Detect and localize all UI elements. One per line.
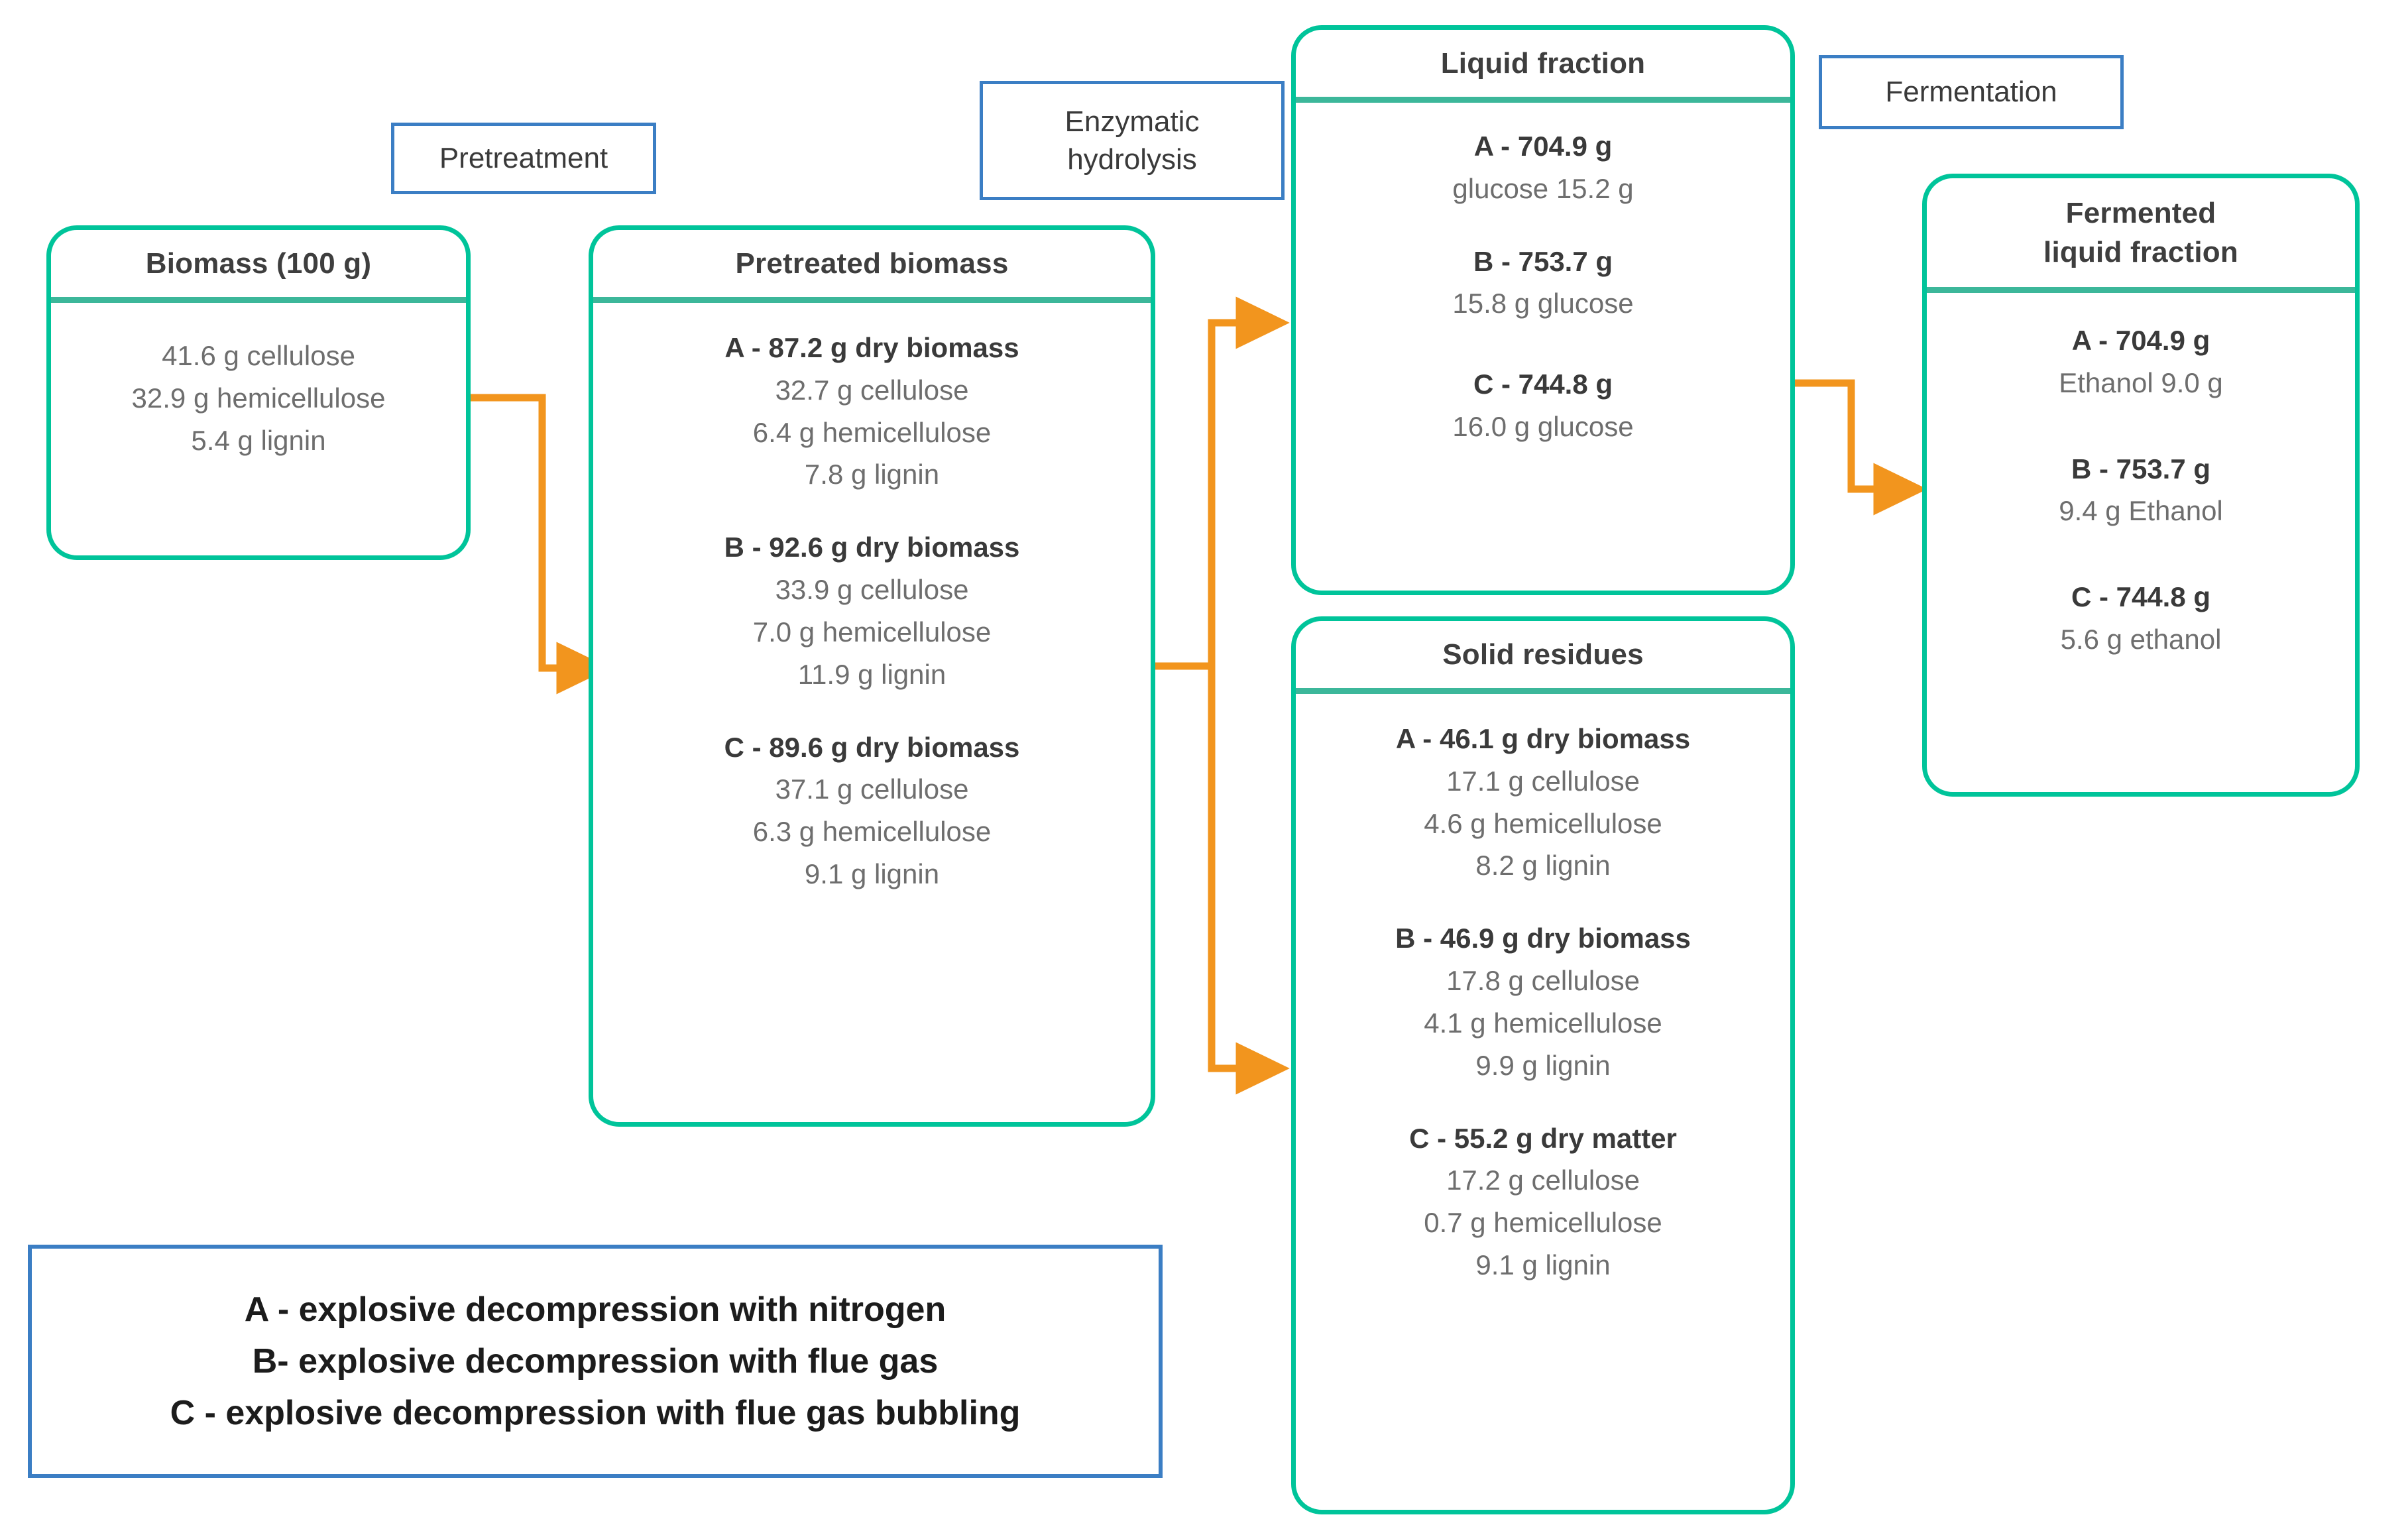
node-liquid-fraction-line: B - 753.7 g [1473,245,1613,277]
node-solid-residues-line: C - 55.2 g dry matter [1409,1122,1677,1154]
node-fermented-liquid-fraction-group-b: B - 753.7 g 9.4 g Ethanol [1936,448,2346,533]
node-solid-residues-line: 9.9 g lignin [1475,1049,1611,1081]
node-pretreated-biomass-body: A - 87.2 g dry biomass 32.7 g cellulose … [593,303,1151,909]
node-solid-residues-line: 8.2 g lignin [1475,850,1611,881]
process-label-fermentation-text: Fermentation [1885,76,2057,109]
node-fermented-liquid-fraction[interactable]: Fermented liquid fraction A - 704.9 g Et… [1922,174,2360,797]
process-label-fermentation[interactable]: Fermentation [1819,55,2124,129]
node-solid-residues-title: Solid residues [1296,621,1790,694]
node-pretreated-biomass-group-b: B - 92.6 g dry biomass 33.9 g cellulose … [602,526,1141,695]
node-pretreated-biomass-line: 9.1 g lignin [804,858,940,890]
node-liquid-fraction-line: C - 744.8 g [1473,368,1613,400]
node-solid-residues-line: B - 46.9 g dry biomass [1395,923,1691,954]
node-solid-residues-group-a: A - 46.1 g dry biomass 17.1 g cellulose … [1305,718,1781,887]
node-pretreated-biomass-line: 11.9 g lignin [797,658,946,690]
node-solid-residues-body: A - 46.1 g dry biomass 17.1 g cellulose … [1296,694,1790,1300]
node-liquid-fraction-line: 15.8 g glucose [1452,288,1634,319]
node-liquid-fraction-body: A - 704.9 g glucose 15.2 g B - 753.7 g 1… [1296,103,1790,461]
node-liquid-fraction-line: glucose 15.2 g [1452,172,1634,204]
node-fermented-liquid-fraction-group-a: A - 704.9 g Ethanol 9.0 g [1936,319,2346,404]
node-fermented-liquid-fraction-line: B - 753.7 g [2071,453,2211,484]
node-pretreated-biomass-line: A - 87.2 g dry biomass [724,331,1019,363]
legend-box: A - explosive decompression with nitroge… [28,1245,1163,1478]
node-liquid-fraction[interactable]: Liquid fraction A - 704.9 g glucose 15.2… [1291,25,1795,595]
node-fermented-liquid-fraction-line: 5.6 g ethanol [2060,624,2222,655]
node-solid-residues-line: 4.1 g hemicellulose [1424,1007,1662,1039]
arrow-biomass-to-pretreated [467,394,610,695]
node-fermented-liquid-fraction-line: 9.4 g Ethanol [2059,495,2223,527]
node-biomass-title: Biomass (100 g) [51,230,466,303]
node-solid-residues-line: 0.7 g hemicellulose [1424,1207,1662,1239]
node-pretreated-biomass[interactable]: Pretreated biomass A - 87.2 g dry biomas… [589,225,1155,1127]
arrow-liquid-to-fermented [1794,379,1927,516]
node-biomass-group-0: 41.6 g cellulose 32.9 g hemicellulose 5.… [60,335,457,461]
node-fermented-liquid-fraction-title-line1: Fermented [2065,197,2216,229]
legend-row-b: B- explosive decompression with flue gas [252,1342,939,1381]
node-biomass[interactable]: Biomass (100 g) 41.6 g cellulose 32.9 g … [46,225,471,560]
legend-row-c: C - explosive decompression with flue ga… [170,1394,1021,1432]
node-biomass-body: 41.6 g cellulose 32.9 g hemicellulose 5.… [51,303,466,475]
node-pretreated-biomass-group-a: A - 87.2 g dry biomass 32.7 g cellulose … [602,327,1141,496]
node-pretreated-biomass-title: Pretreated biomass [593,230,1151,303]
node-solid-residues-group-c: C - 55.2 g dry matter 17.2 g cellulose 0… [1305,1117,1781,1286]
process-label-enzymatic-hydrolysis[interactable]: Enzymatic hydrolysis [980,81,1285,200]
node-pretreated-biomass-line: 7.0 g hemicellulose [752,616,992,648]
node-fermented-liquid-fraction-title: Fermented liquid fraction [1927,178,2355,293]
node-solid-residues-group-b: B - 46.9 g dry biomass 17.8 g cellulose … [1305,917,1781,1086]
node-fermented-liquid-fraction-title-line2: liquid fraction [2043,235,2238,268]
node-pretreated-biomass-line: 33.9 g cellulose [775,574,969,606]
node-fermented-liquid-fraction-line: C - 744.8 g [2071,581,2211,613]
node-solid-residues-line: 17.2 g cellulose [1446,1164,1640,1196]
node-solid-residues-line: 17.8 g cellulose [1446,965,1640,997]
node-pretreated-biomass-line: 7.8 g lignin [804,459,940,490]
node-biomass-line: 5.4 g lignin [191,424,326,456]
node-solid-residues-line: A - 46.1 g dry biomass [1395,722,1691,754]
arrow-pretreated-to-solid [1208,666,1290,1095]
node-fermented-liquid-fraction-line: A - 704.9 g [2071,324,2210,356]
node-liquid-fraction-title: Liquid fraction [1296,30,1790,103]
node-biomass-line: 41.6 g cellulose [162,339,355,371]
process-label-pretreatment[interactable]: Pretreatment [391,123,656,194]
node-solid-residues-line: 17.1 g cellulose [1446,765,1640,797]
process-label-enzymatic-hydrolysis-line1: Enzymatic [1064,105,1200,138]
node-fermented-liquid-fraction-body: A - 704.9 g Ethanol 9.0 g B - 753.7 g 9.… [1927,293,2355,674]
node-pretreated-biomass-line: C - 89.6 g dry biomass [724,731,1020,763]
node-fermented-liquid-fraction-group-c: C - 744.8 g 5.6 g ethanol [1936,576,2346,661]
node-fermented-liquid-fraction-line: Ethanol 9.0 g [2059,367,2223,398]
node-liquid-fraction-group-b: B - 753.7 g 15.8 g glucose [1305,241,1781,325]
process-label-pretreatment-text: Pretreatment [439,142,608,175]
legend-row-a: A - explosive decompression with nitroge… [244,1290,946,1329]
node-pretreated-biomass-group-c: C - 89.6 g dry biomass 37.1 g cellulose … [602,726,1141,895]
node-pretreated-biomass-line: 37.1 g cellulose [775,773,969,805]
node-pretreated-biomass-line: B - 92.6 g dry biomass [724,532,1020,563]
node-liquid-fraction-group-a: A - 704.9 g glucose 15.2 g [1305,125,1781,210]
process-label-enzymatic-hydrolysis-line2: hydrolysis [1067,143,1197,176]
node-pretreated-biomass-line: 6.4 g hemicellulose [752,416,992,448]
arrow-pretreated-to-liquid [1153,296,1290,670]
node-solid-residues[interactable]: Solid residues A - 46.1 g dry biomass 17… [1291,616,1795,1514]
node-solid-residues-line: 9.1 g lignin [1475,1249,1611,1281]
node-solid-residues-line: 4.6 g hemicellulose [1424,807,1662,839]
node-biomass-line: 32.9 g hemicellulose [131,382,386,414]
node-liquid-fraction-line: 16.0 g glucose [1452,411,1634,443]
node-liquid-fraction-line: A - 704.9 g [1473,130,1613,162]
node-liquid-fraction-group-c: C - 744.8 g 16.0 g glucose [1305,363,1781,448]
node-pretreated-biomass-line: 6.3 g hemicellulose [752,816,992,848]
node-pretreated-biomass-line: 32.7 g cellulose [775,374,969,406]
